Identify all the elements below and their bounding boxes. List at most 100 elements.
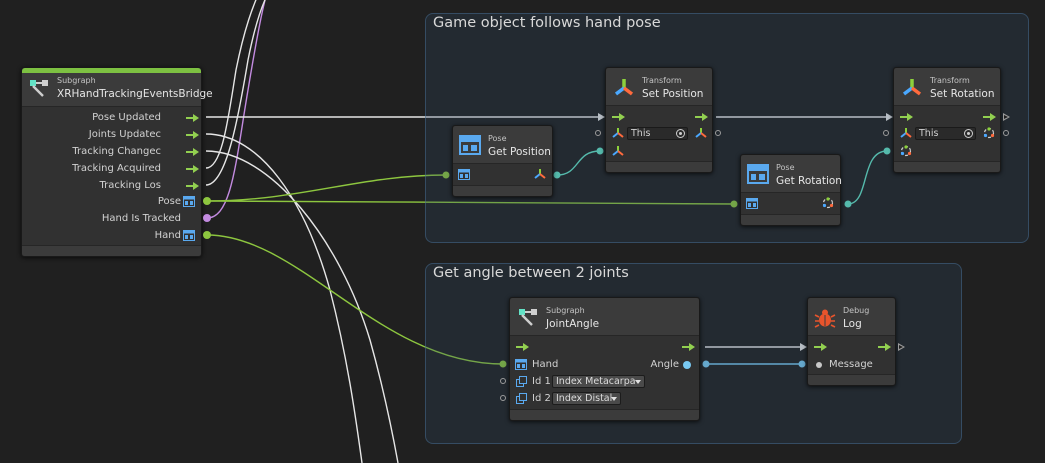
flow-input-port[interactable] — [516, 343, 530, 351]
object-input-port[interactable] — [883, 130, 889, 136]
target-object-field[interactable]: This — [915, 127, 976, 140]
group-title[interactable]: Get angle between 2 joints — [433, 265, 629, 281]
node-footer — [453, 185, 552, 196]
output-label: Tracking Acquired — [72, 163, 161, 174]
wire-exec-up-1 — [205, 0, 257, 169]
output-label: Hand Is Tracked — [101, 213, 181, 224]
output-label: Tracking Los — [99, 180, 161, 191]
flow-input-port[interactable] — [612, 113, 626, 121]
pose-icon — [746, 198, 758, 209]
input-label: Id 2 — [532, 393, 551, 404]
wire-hand — [206, 234, 504, 365]
chevron-down-icon — [635, 380, 641, 384]
wire-rotation — [847, 150, 888, 205]
enum-icon — [516, 376, 527, 387]
wire-bool — [206, 0, 266, 219]
group-title[interactable]: Game object follows hand pose — [433, 15, 661, 31]
node-transform-set-position[interactable]: Transform Set Position This — [605, 67, 713, 173]
flow-output-port[interactable] — [682, 343, 696, 351]
flow-output-unconnected[interactable] — [1003, 113, 1010, 121]
input-label: Message — [829, 359, 873, 370]
node-title: Get Position — [488, 146, 551, 158]
wire-pose-1 — [206, 174, 447, 202]
hand-output-port[interactable] — [203, 231, 211, 239]
pose-icon — [515, 359, 527, 370]
wire-exec-down-2 — [205, 150, 399, 463]
node-category: Debug — [843, 306, 870, 315]
output-label: Angle — [650, 359, 679, 370]
wire-position — [556, 150, 601, 176]
target-object-field[interactable]: This — [627, 127, 688, 140]
rotation-icon — [983, 127, 995, 139]
input-label: Id 1 — [532, 376, 551, 387]
node-title: Set Rotation — [930, 88, 995, 100]
node-transform-set-rotation[interactable]: Transform Set Rotation This — [893, 67, 1001, 173]
pose-icon — [183, 230, 195, 241]
node-category: Subgraph — [57, 76, 96, 85]
node-footer — [606, 161, 712, 172]
pose-icon — [183, 196, 195, 207]
flow-output-port[interactable] — [186, 165, 200, 173]
node-xr-hand-tracking-events-bridge[interactable]: Subgraph XRHandTrackingEventsBridge Pose… — [21, 67, 213, 257]
joint-id-1-dropdown[interactable]: Index Metacarpa — [552, 375, 645, 388]
output-label: Tracking Changec — [72, 146, 161, 157]
float-output-port[interactable] — [683, 361, 691, 369]
enum-input-port[interactable] — [500, 395, 506, 401]
object-output-port[interactable] — [715, 130, 721, 136]
node-title: Get Rotation — [776, 175, 842, 187]
flow-output-port[interactable] — [186, 131, 200, 139]
target-icon[interactable] — [676, 129, 685, 138]
flow-output-unconnected[interactable] — [898, 343, 905, 351]
node-footer — [22, 245, 201, 256]
flow-input-port[interactable] — [814, 343, 828, 351]
flow-output-port[interactable] — [186, 182, 200, 190]
flow-input-port[interactable] — [900, 113, 914, 121]
output-label: Hand — [154, 230, 181, 241]
output-label: Pose Updated — [92, 112, 161, 123]
node-footer — [894, 161, 1000, 172]
node-category: Subgraph — [546, 306, 585, 315]
rotation-icon — [822, 197, 834, 209]
pose-output-port[interactable] — [203, 197, 211, 205]
node-category: Transform — [642, 76, 682, 85]
field-value: This — [919, 128, 939, 139]
dropdown-value: Index Distal — [556, 393, 613, 404]
bool-output-port[interactable] — [203, 214, 211, 222]
flow-output-port[interactable] — [186, 148, 200, 156]
node-pose-get-position[interactable]: Pose Get Position — [452, 125, 553, 197]
node-debug-log[interactable]: Debug Log Message — [807, 297, 896, 386]
node-subgraph-joint-angle[interactable]: Subgraph JointAngle Hand Angle Id 1 Inde… — [509, 297, 700, 421]
message-port-dot[interactable] — [816, 362, 822, 368]
flow-output-port[interactable] — [878, 343, 892, 351]
wire-exec-down-1 — [205, 133, 363, 463]
pose-icon — [747, 164, 769, 184]
transform-axes-icon — [612, 146, 624, 156]
rotation-icon — [900, 145, 912, 157]
object-output-port[interactable] — [1003, 130, 1009, 136]
transform-axes-icon — [900, 128, 912, 138]
node-footer — [741, 214, 840, 225]
flow-output-port[interactable] — [983, 113, 997, 121]
enum-input-port[interactable] — [500, 378, 506, 384]
chevron-down-icon — [611, 397, 617, 401]
transform-axes-icon — [902, 79, 922, 96]
pose-icon — [458, 169, 470, 180]
flow-output-port[interactable] — [186, 114, 200, 122]
node-footer — [808, 374, 895, 385]
dropdown-value: Index Metacarpa — [556, 376, 636, 387]
wire-pose-2 — [206, 200, 735, 205]
subgraph-icon — [519, 309, 537, 326]
flow-output-port[interactable] — [695, 113, 709, 121]
node-pose-get-rotation[interactable]: Pose Get Rotation — [740, 154, 842, 226]
node-title: XRHandTrackingEventsBridge — [57, 88, 213, 100]
bug-icon — [814, 309, 836, 328]
output-label: Pose — [157, 196, 181, 207]
node-category: Pose — [488, 134, 507, 143]
target-icon[interactable] — [964, 129, 973, 138]
node-footer — [510, 409, 699, 420]
joint-id-2-dropdown[interactable]: Index Distal — [552, 392, 621, 405]
object-input-port[interactable] — [595, 130, 601, 136]
output-label: Joints Updatec — [88, 129, 161, 140]
node-accent-bar — [22, 68, 201, 73]
transform-axes-icon — [614, 79, 634, 96]
